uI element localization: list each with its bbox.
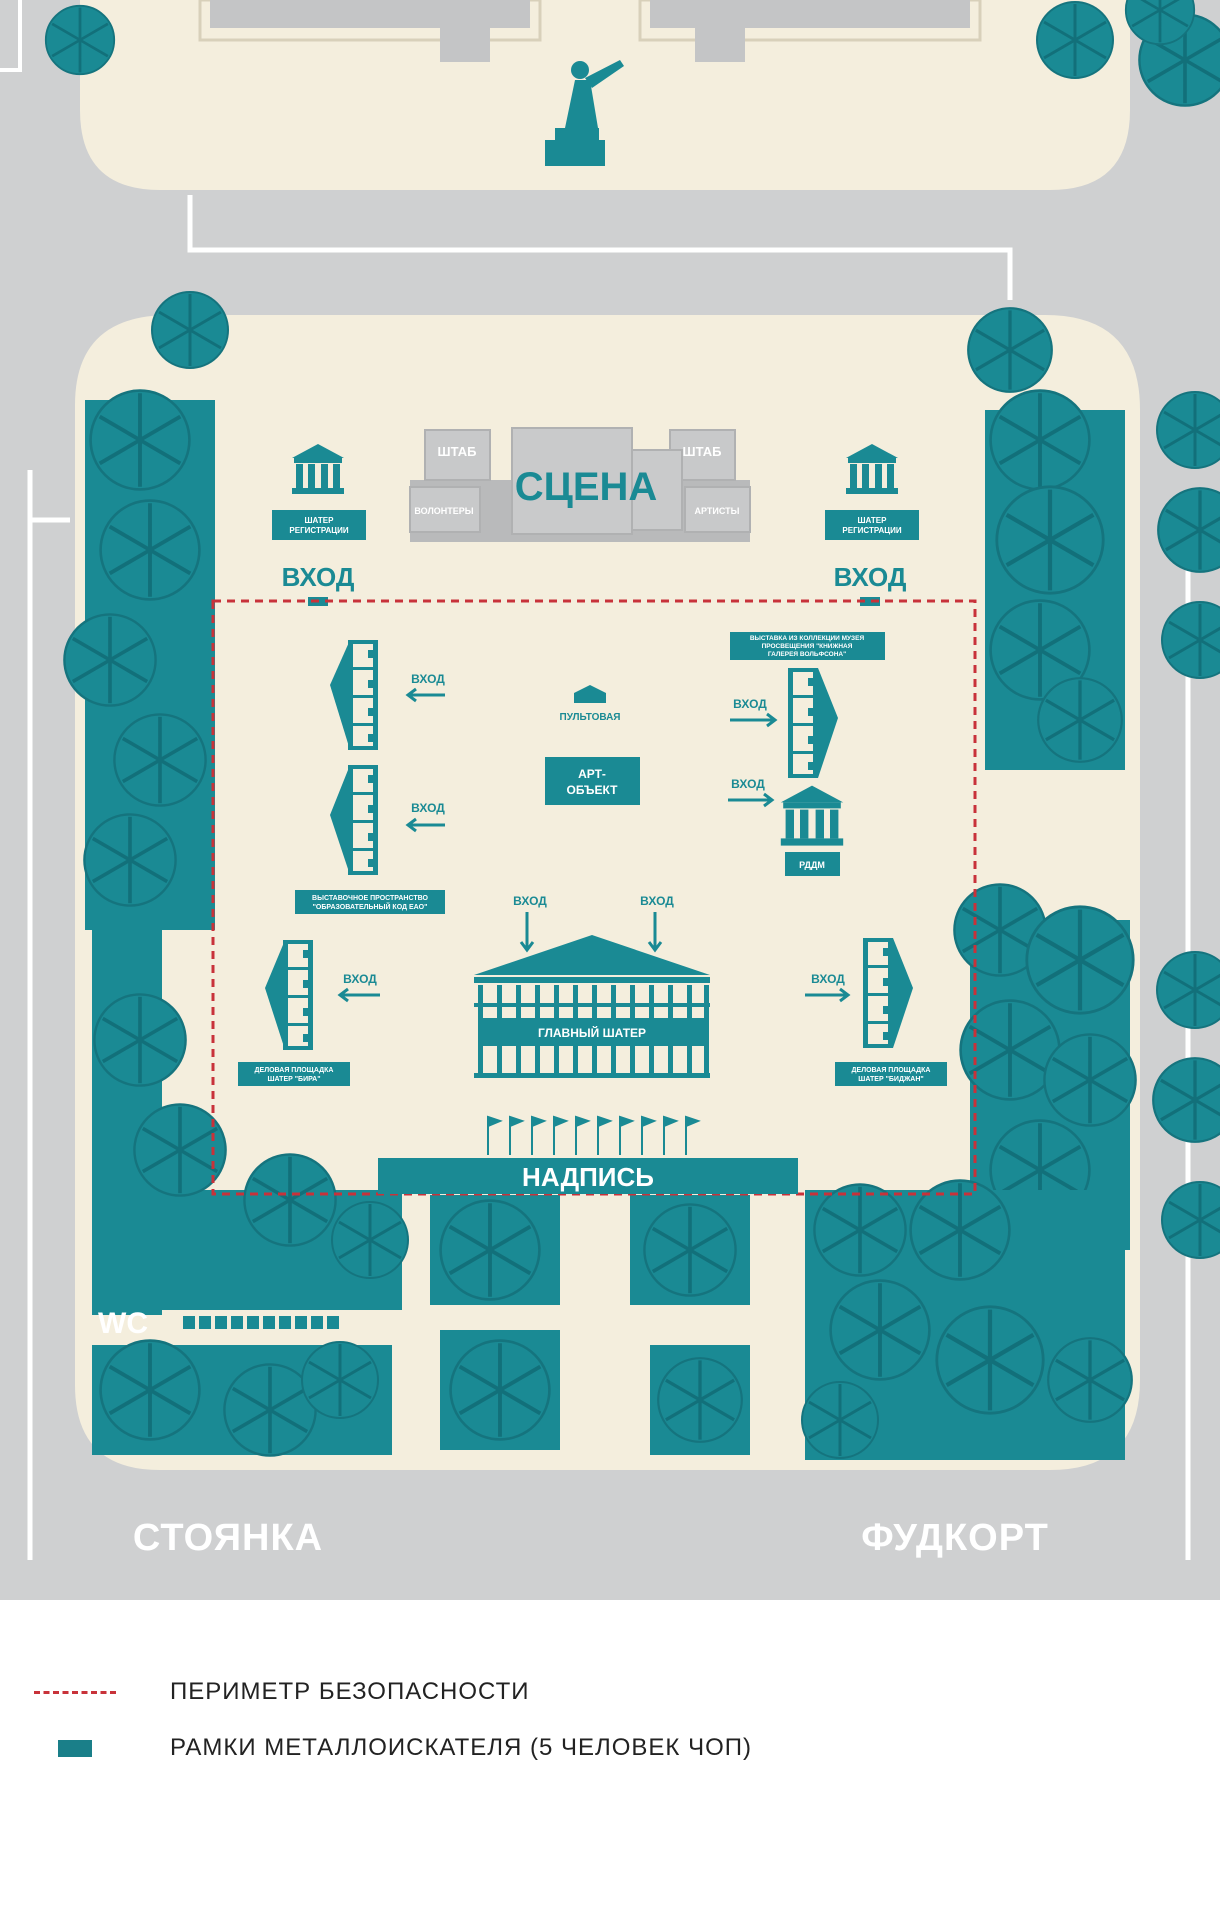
- building: [695, 28, 745, 62]
- main-tent-box: [478, 1018, 706, 1046]
- entrance-small-label: ВХОД: [411, 672, 445, 686]
- legend-perimeter: ПЕРИМЕТР БЕЗОПАСНОСТИ: [34, 1672, 529, 1712]
- museum-exhibition-line3: ГАЛЕРЕЯ ВОЛЬФСОНА": [768, 651, 846, 658]
- legend: ПЕРИМЕТР БЕЗОПАСНОСТИ РАМКИ МЕТАЛЛОИСКАТ…: [0, 1600, 1220, 1920]
- arrow-left-icon: [337, 987, 380, 1003]
- registration-left-line1: ШАТЕР: [305, 516, 335, 525]
- museum-exhibition-line2: ПРОСВЕЩЕНИЯ "КНИЖНАЯ: [762, 643, 853, 650]
- road-marking: [0, 0, 22, 72]
- art-object-line2: ОБЪЕКТ: [567, 783, 619, 797]
- entrance-small-label: ВХОД: [411, 801, 445, 815]
- registration-right-line2: РЕГИСТРАЦИИ: [842, 526, 901, 535]
- stage-complex: [409, 427, 751, 542]
- entrance-small-label: ВХОД: [513, 894, 547, 908]
- entrance-right-label: ВХОД: [834, 562, 907, 592]
- site-map: WC СЦЕНА ШТАБ ШТАБ ВОЛОНТЕРЫ АРТИСТЫ ШАТ…: [0, 0, 1220, 1600]
- museum-exhibition-box: [730, 632, 885, 660]
- registration-left-line2: РЕГИСТРАЦИИ: [289, 526, 348, 535]
- entrance-small-label: ВХОД: [811, 972, 845, 986]
- rddm-box: [785, 852, 840, 876]
- registration-left-box: [272, 510, 366, 540]
- main-tent-label: ГЛАВНЫЙ ШАТЕР: [538, 1025, 646, 1040]
- exhibition-stands-left: [330, 630, 378, 875]
- registration-right-box: [825, 510, 919, 540]
- business-right-box: [835, 1062, 947, 1086]
- parking-label: СТОЯНКА: [133, 1517, 323, 1559]
- arrow-right-icon: [805, 987, 851, 1003]
- road-marking: [187, 195, 1013, 300]
- art-object-box: [545, 757, 640, 805]
- arrow-left-icon: [405, 687, 445, 703]
- exhibition-space-line2: "ОБРАЗОВАТЕЛЬНЫЙ КОД ЕАО": [313, 902, 428, 911]
- museum-exhibition-line1: ВЫСТАВКА ИЗ КОЛЛЕКЦИИ МУЗЕЯ: [750, 635, 865, 642]
- building-outline: [638, 0, 982, 42]
- business-stand-right: [845, 928, 913, 1048]
- entrance-left-label: ВХОД: [282, 562, 355, 592]
- building: [210, 0, 530, 28]
- entrance-small-label: ВХОД: [640, 894, 674, 908]
- arrow-right-icon: [728, 792, 775, 808]
- metal-detector-icon: [58, 1739, 92, 1757]
- arrow-right-icon: [730, 712, 778, 728]
- entrance-small-label: ВХОД: [731, 777, 765, 791]
- arrow-down-icon: [647, 912, 663, 953]
- business-right-line1: ДЕЛОВАЯ ПЛОЩАДКА: [852, 1067, 931, 1074]
- museum-stand: [770, 658, 838, 778]
- control-room-icon: [574, 685, 606, 703]
- control-room-label: ПУЛЬТОВАЯ: [560, 712, 621, 723]
- registration-right-line1: ШАТЕР: [858, 516, 888, 525]
- business-right-line2: ШАТЕР "БИДЖАН": [858, 1076, 923, 1083]
- legend-frames: РАМКИ МЕТАЛЛОИСКАТЕЛЯ (5 ЧЕЛОВЕК ЧОП): [34, 1728, 752, 1768]
- wc-cabins: [183, 1316, 339, 1329]
- legend-frames-label: РАМКИ МЕТАЛЛОИСКАТЕЛЯ (5 ЧЕЛОВЕК ЧОП): [170, 1734, 752, 1761]
- arrow-down-icon: [519, 912, 535, 953]
- tree-group-right: [800, 306, 1220, 1460]
- dashed-line-icon: [34, 1690, 116, 1694]
- entrance-small-label: ВХОД: [733, 697, 767, 711]
- building: [440, 28, 490, 62]
- business-left-box: [238, 1062, 350, 1086]
- tree-group-bottom: [430, 1195, 750, 1455]
- metal-detector-frame-right: [860, 597, 880, 606]
- tree-group-left: [62, 290, 410, 1458]
- art-object-line1: АРТ-: [578, 767, 606, 781]
- rddm-label: РДДМ: [799, 860, 825, 870]
- arrow-left-icon: [405, 817, 445, 833]
- hq-right-label: ШТАБ: [683, 444, 722, 459]
- flags-icon: [487, 1115, 701, 1155]
- stage-title: СЦЕНА: [515, 465, 658, 509]
- business-left-line2: ШАТЕР "БИРА": [267, 1076, 320, 1083]
- business-stand-left: [265, 930, 313, 1050]
- building: [650, 0, 970, 28]
- inscription-box: [378, 1158, 798, 1194]
- entrance-small-label: ВХОД: [343, 972, 377, 986]
- monument-icon: [545, 60, 624, 166]
- inscription-label: НАДПИСЬ: [522, 1162, 654, 1192]
- legend-perimeter-label: ПЕРИМЕТР БЕЗОПАСНОСТИ: [170, 1678, 530, 1705]
- food-court-label: ФУДКОРТ: [861, 1517, 1049, 1559]
- exhibition-space-line1: ВЫСТАВОЧНОЕ ПРОСТРАНСТВО: [312, 895, 428, 902]
- business-left-line1: ДЕЛОВАЯ ПЛОЩАДКА: [255, 1067, 334, 1074]
- exhibition-space-box: [295, 890, 445, 914]
- top-square: [80, 0, 1130, 190]
- building-outline: [198, 0, 542, 42]
- volunteers-label: ВОЛОНТЕРЫ: [414, 506, 473, 516]
- wc-label: WC: [98, 1307, 148, 1340]
- hq-left-label: ШТАБ: [438, 444, 477, 459]
- artists-label: АРТИСТЫ: [695, 506, 740, 516]
